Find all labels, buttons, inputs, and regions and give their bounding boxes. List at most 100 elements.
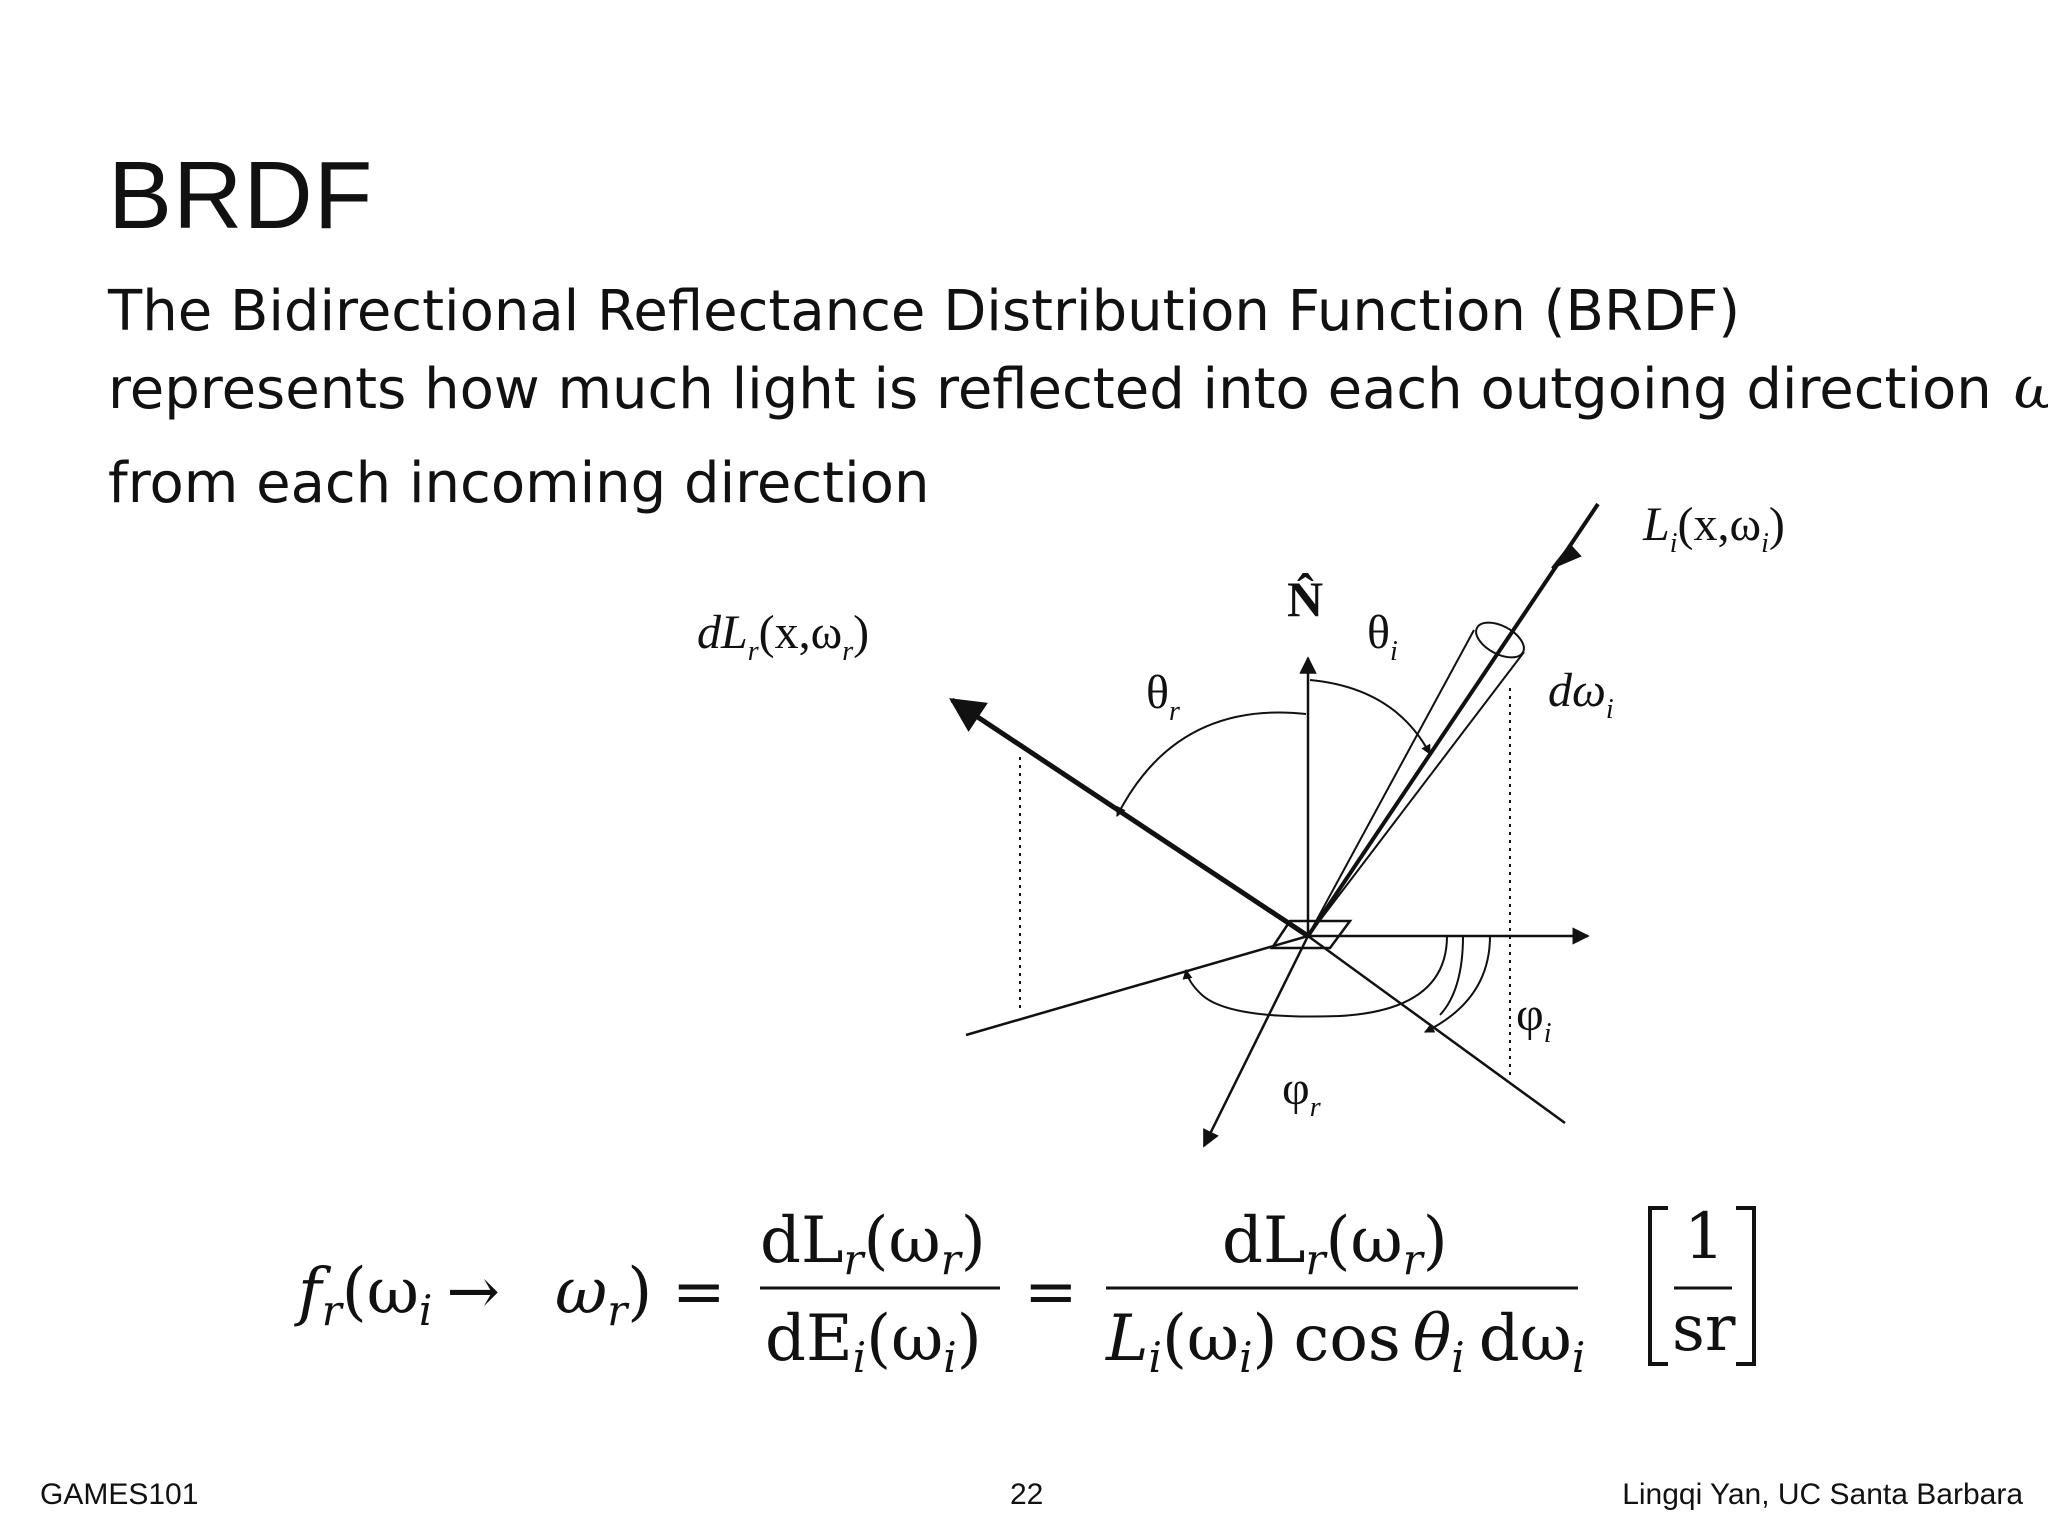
theta-i-label: θi [1367, 606, 1398, 667]
body-line-3: from each incoming direction [108, 451, 930, 516]
phi-i-sub: i [1544, 1018, 1552, 1049]
frac1-num-sub: r [843, 1235, 866, 1284]
frac1-den-omega-sub: i [943, 1333, 956, 1382]
reflected-close-paren: ) [853, 606, 869, 659]
incident-L: L [1642, 498, 1670, 551]
omega-r-symbol: ωr [2014, 353, 2048, 423]
theta-r-arc [1116, 711, 1307, 817]
slide-title: BRDF [108, 142, 374, 250]
frac1-num-arg: (ω [864, 1204, 941, 1278]
theta-i-arc [1309, 679, 1431, 755]
frac1-den-dE: dE [765, 1302, 853, 1376]
frac2-den-L: L [1105, 1302, 1149, 1376]
unit-numerator: 1 [1684, 1200, 1725, 1274]
normal-label: N̂ [1287, 571, 1323, 627]
frac2-den-sub: i [1149, 1333, 1162, 1382]
formula-equals-2: = [1024, 1255, 1078, 1329]
phi-i-arc-2 [1424, 935, 1491, 1033]
plane-axis-back [965, 934, 1309, 1037]
omega-symbol: ω [2014, 353, 2048, 423]
d-omega-sub: i [1606, 694, 1614, 725]
incident-radiance-label: Li(x,ωi) [1642, 498, 1785, 559]
frac2-theta-sub: i [1451, 1333, 1464, 1382]
theta-r-label: θr [1146, 666, 1180, 727]
theta-r-symbol: θ [1146, 666, 1169, 719]
frac1-den-arg: (ω [866, 1302, 943, 1376]
plane-axis-down [1202, 935, 1310, 1148]
d-omega-symbol: dω [1548, 664, 1606, 717]
incident-args: (x,ω [1677, 498, 1761, 551]
body-line-2-text: represents how much light is reflected i… [108, 357, 1992, 422]
reflected-d: d [697, 606, 722, 659]
theta-r-sub: r [1169, 696, 1180, 727]
phi-i-symbol: φ [1516, 988, 1544, 1041]
frac1-num-dL: dL [760, 1204, 843, 1278]
body-line-2: represents how much light is reflected i… [108, 350, 2048, 446]
diagram-geometry [949, 502, 1600, 1148]
unit-denominator: sr [1672, 1292, 1736, 1366]
frac2-den-arg: (ω [1162, 1302, 1239, 1376]
reflected-L: L [720, 606, 748, 659]
frac2-num-arg: (ω [1326, 1204, 1403, 1278]
plane-axis-front [1307, 934, 1566, 1125]
unit-bracket-left [1648, 1206, 1668, 1366]
phi-i-label: φi [1516, 988, 1551, 1049]
incident-omega-sub: i [1761, 528, 1769, 559]
frac2-cos: cos [1294, 1302, 1401, 1376]
incident-arrowhead [1551, 543, 1582, 569]
phi-r-arc [1182, 935, 1448, 1018]
body-line-1: The Bidirectional Reflectance Distributi… [108, 279, 1741, 344]
phi-r-sub: r [1310, 1092, 1321, 1123]
phi-r-symbol: φ [1282, 1062, 1310, 1115]
cone-edge-left [1307, 629, 1475, 937]
reflected-omega-sub: r [842, 636, 853, 667]
slide-body-text: The Bidirectional Reflectance Distributi… [108, 274, 2048, 522]
theta-i-sub: i [1390, 636, 1398, 667]
phi-i-arc-1 [1439, 935, 1464, 1016]
d-omega-i-label: dωi [1548, 664, 1614, 725]
formula-lhs: fr(ωi→dω [294, 1255, 607, 1335]
frac2-theta: θ [1413, 1302, 1452, 1376]
frac2-num-dL: dL [1222, 1204, 1305, 1278]
frac1-num-close: ) [961, 1204, 986, 1278]
frac2-den-close: ) [1253, 1302, 1278, 1376]
frac2-num-omega-sub: r [1403, 1235, 1426, 1284]
diagram-labels: N̂ Li(x,ωi) dLr(x,ωr) θi θr dωi φi φr [697, 498, 1785, 1123]
reflected-ray [949, 697, 1310, 939]
phi-r-label: φr [1282, 1062, 1321, 1123]
frac2-d-omega-sub: i [1572, 1333, 1585, 1382]
formula-f-sub: r [322, 1286, 345, 1335]
incident-L-sub: i [1670, 528, 1678, 559]
footer-page-number: 22 [1010, 1478, 1044, 1511]
formula-equals-1: = [672, 1255, 726, 1329]
formula-lhs-close: ) [627, 1255, 652, 1329]
incident-close-paren: ) [1769, 498, 1785, 551]
surface-patch [1269, 919, 1353, 950]
footer-right: Lingqi Yan, UC Santa Barbara [1622, 1478, 2023, 1511]
frac2-numerator: dLr(ωr) [1222, 1204, 1448, 1284]
frac2-d-omega: dω [1479, 1302, 1572, 1376]
cone-edge-right [1307, 651, 1525, 937]
reflected-L-sub: r [748, 636, 759, 667]
frac1-numerator: dLr(ωr) [760, 1204, 986, 1284]
formula-lhs-sub-i: i [419, 1286, 432, 1335]
brdf-formula: fr(ωi→dω ωr) = dLr(ωr) dEi(ωi) = dLr(ωr)… [294, 1200, 1756, 1382]
footer-left: GAMES101 [40, 1478, 199, 1511]
frac1-den-close: ) [957, 1302, 982, 1376]
frac2-num-close: ) [1423, 1204, 1448, 1278]
formula-arrow: → [446, 1255, 500, 1329]
frac1-num-omega-sub: r [941, 1235, 964, 1284]
reflected-args: (x,ω [759, 606, 843, 659]
formula-lhs-omega-r: ωr) [555, 1255, 652, 1335]
formula-lhs-open: (ω [342, 1255, 419, 1329]
frac2-den-omega-sub: i [1239, 1333, 1252, 1382]
formula-omega-r-sub: r [607, 1286, 630, 1335]
incident-ray [1306, 502, 1600, 938]
frac1-den-sub: i [853, 1333, 866, 1382]
reflected-radiance-label: dLr(x,ωr) [697, 606, 869, 667]
formula-omega-r: ω [555, 1255, 607, 1329]
frac1-denominator: dEi(ωi) [765, 1302, 982, 1382]
cone-cap [1475, 621, 1525, 659]
